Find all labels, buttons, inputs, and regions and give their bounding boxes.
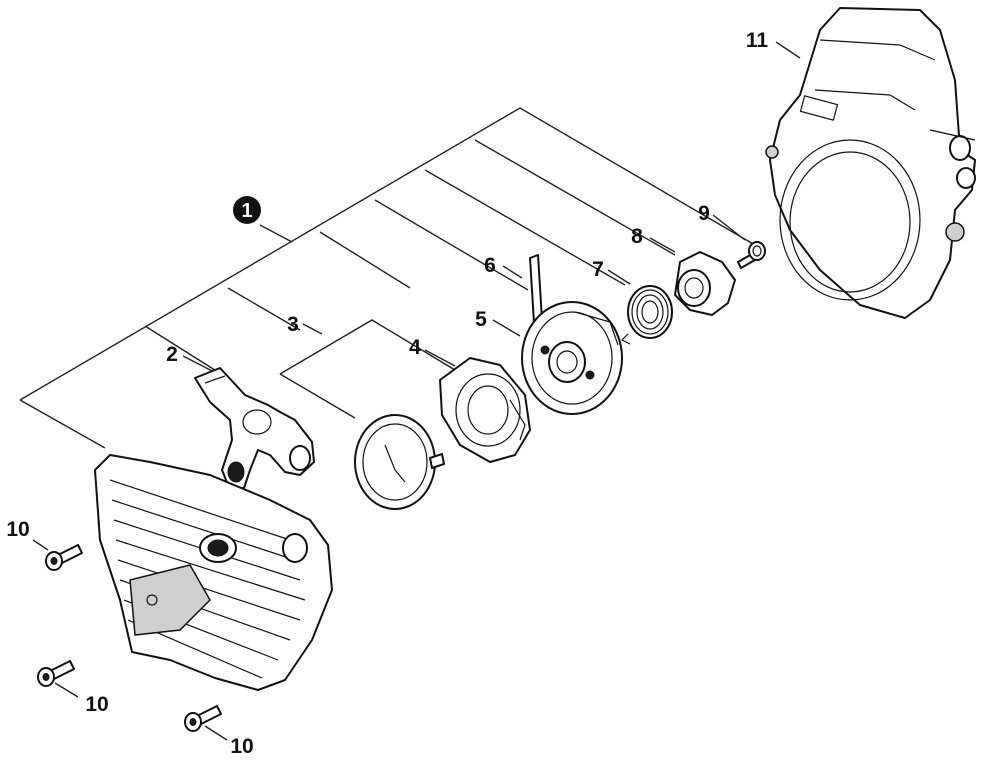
starter-cover-part [94, 454, 333, 691]
spring-housing-part [439, 357, 531, 463]
reel-part [521, 301, 623, 415]
callout-8: 8 [631, 225, 643, 248]
pawl-hub-part [674, 251, 736, 316]
callout-7: 7 [592, 258, 604, 281]
leader-lines [32, 41, 801, 741]
callout-6: 6 [484, 254, 496, 277]
coil-spring-part [620, 285, 673, 345]
callout-11: 11 [746, 29, 769, 52]
callout-9: 9 [698, 202, 710, 225]
callout-5: 5 [475, 308, 487, 331]
screw-part [737, 241, 766, 269]
assembly-badge: 1 [233, 196, 261, 224]
callout-10a: 10 [6, 518, 29, 541]
spiral-spring-part [354, 414, 445, 510]
callout-2: 2 [166, 343, 178, 366]
bolt-part-a [45, 544, 83, 571]
bolt-part-b [37, 660, 75, 687]
assembly-number: 1 [241, 200, 252, 222]
assembly-bracket [19, 107, 761, 449]
callout-10c: 10 [230, 735, 253, 758]
starter-handle-part [194, 367, 315, 491]
rope-piece-part [529, 254, 543, 324]
callout-3: 3 [287, 313, 299, 336]
bolt-part-c [184, 705, 222, 732]
callout-4: 4 [409, 336, 421, 359]
callout-10b: 10 [85, 693, 108, 716]
fan-cover-part [765, 7, 976, 319]
